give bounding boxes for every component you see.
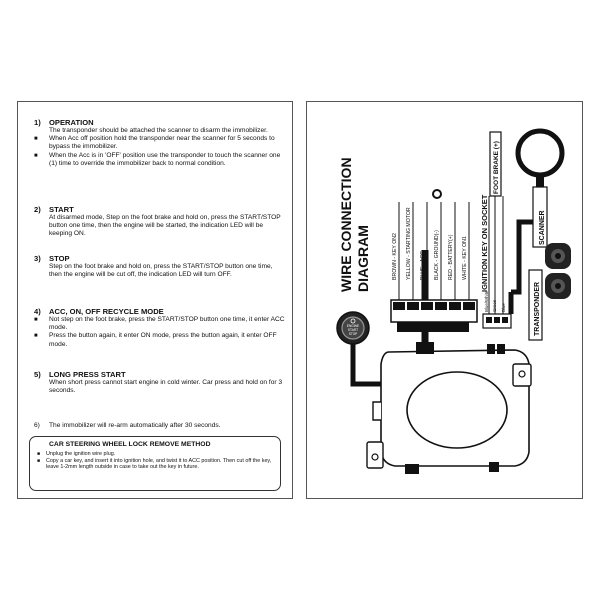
socket-label: IGNITION KEY ON SOCKET xyxy=(480,194,489,292)
six-pin-connector xyxy=(390,299,478,332)
section-text: When short press cannot start engine in … xyxy=(49,379,283,395)
wire-diagram: WIRE CONNECTION DIAGRAM BROWN - KEY ON2 … xyxy=(336,128,571,474)
lock-remove-box: CAR STEERING WHEEL LOCK REMOVE METHOD ■ … xyxy=(29,436,281,491)
wire-bundle xyxy=(398,189,470,300)
diagram-title: WIRE CONNECTION DIAGRAM xyxy=(338,157,371,292)
wire-label-red: RED - BATTERY(+) xyxy=(448,234,454,280)
power-icon xyxy=(350,318,356,324)
bullet-square-icon: ■ xyxy=(34,333,38,340)
module-window xyxy=(406,371,508,449)
button-text-line2: START xyxy=(348,328,358,332)
scanner: SCANNER xyxy=(508,128,565,314)
transponder-label: TRANSPONDER xyxy=(534,282,541,336)
scanner-ring-icon xyxy=(515,128,565,178)
wire-labels: BROWN - KEY ON2 YELLOW - STARTING MOTOR … xyxy=(392,207,468,280)
start-stop-button: ENGINE START STOP xyxy=(336,311,389,387)
diagram-title-line2: DIAGRAM xyxy=(355,225,371,292)
list-item: ■ When the Acc is in 'OFF' position use … xyxy=(34,151,281,167)
section-acc: 4) ACC, ON, OFF RECYCLE MODE ■ Not step … xyxy=(34,307,286,349)
diagram-card: WIRE CONNECTION DIAGRAM BROWN - KEY ON2 … xyxy=(306,101,583,499)
bullet-square-icon: ■ xyxy=(37,451,41,457)
ring-terminal-icon xyxy=(432,189,442,199)
bullet-square-icon: ■ xyxy=(34,152,38,159)
list-item: ■ Unplug the ignition wire plug. xyxy=(37,451,116,457)
scanner-label: SCANNER xyxy=(539,210,546,245)
list-item: ■ Press the button again, it enter ON mo… xyxy=(34,332,277,348)
foot-brake-connector: FOOT BRAKE (+) xyxy=(488,131,502,314)
instruction-card: 1) OPERATION The transponder should be a… xyxy=(17,101,293,499)
section-text: The transponder should be attached the s… xyxy=(49,127,268,134)
wire-label-black: BLACK - GROUND(-) xyxy=(434,230,440,280)
section-text: Step on the foot brake and hold on, pres… xyxy=(49,263,273,279)
small-connector: Blue/White Green Blue xyxy=(482,196,512,329)
section-start: 2) START At disarmed mode, Step on the f… xyxy=(34,205,286,239)
section-text: The immobilizer will re-arm automaticall… xyxy=(49,422,221,429)
section-stop: 3) STOP Step on the foot brake and hold … xyxy=(34,254,286,279)
wire-label-blue: BLUE - ACC xyxy=(420,251,426,280)
wire-label-brown: BROWN - KEY ON2 xyxy=(392,233,398,280)
section-number: 2) xyxy=(34,205,41,214)
foot-brake-label: FOOT BRAKE (+) xyxy=(493,141,500,194)
list-item: ■ Copy a car key, and insert it into ign… xyxy=(37,457,272,471)
section-long-press: 5) LONG PRESS START When short press can… xyxy=(34,370,286,395)
wire-label-white: WHITE - KEY ON1 xyxy=(462,236,468,280)
section-title: LONG PRESS START xyxy=(49,370,126,379)
small-wire-label: Green xyxy=(492,299,497,312)
list-item: ■ Not step on the foot brake, press the … xyxy=(34,316,285,332)
section-number: 1) xyxy=(34,118,41,127)
small-wire-label: Blue/White xyxy=(484,290,489,312)
section-number: 5) xyxy=(34,370,41,379)
wire-label-yellow: YELLOW - STARTING MOTOR xyxy=(406,207,412,280)
button-text-line1: ENGINE xyxy=(347,324,359,328)
list-item: ■ When Acc off position hold the transpo… xyxy=(34,135,275,151)
transponder: TRANSPONDER xyxy=(528,243,571,341)
section-title: ACC, ON, OFF RECYCLE MODE xyxy=(49,307,164,316)
section-number: 4) xyxy=(34,307,41,316)
section-title: START xyxy=(49,205,74,214)
small-wire-label: Blue xyxy=(501,303,506,312)
section-number: 3) xyxy=(34,254,41,263)
immobilizer-module xyxy=(366,342,532,474)
button-text-line3: STOP xyxy=(349,332,358,336)
section-title: OPERATION xyxy=(49,118,94,127)
section-operation: 1) OPERATION The transponder should be a… xyxy=(34,118,286,168)
diagram-title-line1: WIRE CONNECTION xyxy=(338,157,354,292)
bullet-square-icon: ■ xyxy=(34,317,38,323)
section-number: 6) xyxy=(34,422,40,429)
section-title: STOP xyxy=(49,254,70,263)
lock-remove-title: CAR STEERING WHEEL LOCK REMOVE METHOD xyxy=(49,441,211,448)
section-rearm: 6) The immobilizer will re-arm automatic… xyxy=(34,422,286,430)
section-text: At disarmed mode, Step on the foot brake… xyxy=(49,214,281,238)
bullet-square-icon: ■ xyxy=(37,457,41,464)
bullet-square-icon: ■ xyxy=(34,136,38,143)
